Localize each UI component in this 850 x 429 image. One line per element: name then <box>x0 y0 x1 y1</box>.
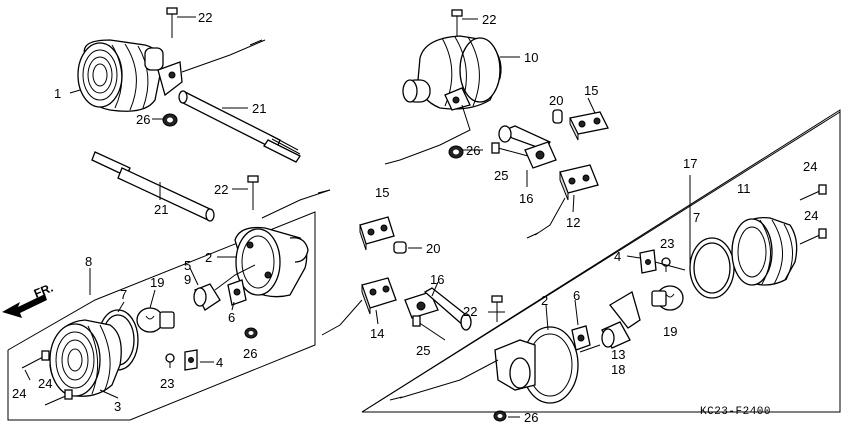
gasket-7b <box>689 237 735 299</box>
bracket-14 <box>321 277 397 336</box>
callout-23: 23 <box>160 376 174 391</box>
leader-lines <box>24 16 691 418</box>
callout-19: 19 <box>150 275 164 290</box>
callout-24: 24 <box>38 376 52 391</box>
screw-24c <box>799 184 827 201</box>
callout-8: 8 <box>85 254 92 269</box>
shaft-21a <box>178 90 301 163</box>
plate-4a <box>184 349 198 371</box>
callout-2: 2 <box>205 250 212 265</box>
left-group-outline <box>7 211 316 421</box>
bracket-6b <box>571 325 591 351</box>
front-direction-arrow <box>2 294 47 318</box>
bracket-12 <box>526 164 599 239</box>
callout-22: 22 <box>463 304 477 319</box>
right-group-outline <box>361 109 841 413</box>
direction-label: FR. <box>32 281 55 301</box>
bracket-16a <box>498 125 557 169</box>
socket-13 <box>579 291 641 353</box>
callout-17: 17 <box>683 156 697 171</box>
callout-4: 4 <box>216 355 223 370</box>
callout-7: 7 <box>693 210 700 225</box>
callout-14: 14 <box>370 326 384 341</box>
bolt-25a <box>491 142 529 157</box>
bulb-19a <box>136 307 175 333</box>
screw-24d <box>799 228 827 245</box>
screw-24a <box>21 350 50 369</box>
callout-23: 23 <box>660 236 674 251</box>
callout-12: 12 <box>566 215 580 230</box>
grommet-15a <box>569 111 609 141</box>
callout-20: 20 <box>426 241 440 256</box>
callout-16: 16 <box>519 191 533 206</box>
nut-26a <box>162 113 178 127</box>
spacer-20a <box>552 109 563 124</box>
callout-22: 22 <box>214 182 228 197</box>
lens-3 <box>49 319 122 397</box>
callout-7: 7 <box>120 287 127 302</box>
callout-21: 21 <box>252 101 266 116</box>
callout-1: 1 <box>54 86 61 101</box>
housing-2a <box>234 226 309 298</box>
callout-3: 3 <box>114 399 121 414</box>
callout-11: 11 <box>737 181 751 196</box>
callout-24: 24 <box>803 159 817 174</box>
callout-13: 13 <box>611 347 625 362</box>
housing-2b <box>389 326 579 404</box>
diagram-code: KC23-F2400 <box>700 406 771 418</box>
screw-23a <box>165 353 175 368</box>
spacer-20b <box>393 241 407 254</box>
callout-26: 26 <box>243 346 257 361</box>
callout-25: 25 <box>416 343 430 358</box>
callout-15: 15 <box>584 83 598 98</box>
callout-26: 26 <box>136 112 150 127</box>
lens-11 <box>731 216 798 286</box>
screw-22a <box>166 7 178 38</box>
callout-22: 22 <box>482 12 496 27</box>
callout-20: 20 <box>549 93 563 108</box>
callout-22: 22 <box>198 10 212 25</box>
plate-4b <box>639 249 657 274</box>
grommet-15b <box>359 216 395 251</box>
nut-26c <box>448 145 464 159</box>
shaft-21b <box>91 151 215 222</box>
callout-21: 21 <box>154 202 168 217</box>
nut-26d <box>493 410 507 422</box>
callout-6: 6 <box>573 288 580 303</box>
callout-19: 19 <box>663 324 677 339</box>
nut-26b <box>244 327 258 339</box>
screw-22b <box>247 175 259 210</box>
callout-4: 4 <box>614 249 621 264</box>
screw-24b <box>44 389 73 406</box>
callout-2: 2 <box>541 293 548 308</box>
socket-5 <box>193 264 256 311</box>
callout-26: 26 <box>466 143 480 158</box>
callouts: 22 1 21 26 21 22 8 2 5 9 19 7 6 26 4 23 … <box>12 10 818 425</box>
callout-10: 10 <box>524 50 538 65</box>
callout-15: 15 <box>375 185 389 200</box>
callout-6: 6 <box>228 310 235 325</box>
front-turn-signal-right <box>384 35 502 165</box>
front-turn-signal-left <box>77 39 266 112</box>
bracket-6a <box>227 279 247 306</box>
callout-18: 18 <box>611 362 625 377</box>
callout-9: 9 <box>184 272 191 287</box>
screw-22d <box>491 295 503 322</box>
bracket-16b <box>404 287 472 331</box>
callout-24: 24 <box>12 386 26 401</box>
callout-25: 25 <box>494 168 508 183</box>
bulb-19b <box>651 285 684 311</box>
callout-24: 24 <box>804 208 818 223</box>
callout-16: 16 <box>430 272 444 287</box>
callout-26: 26 <box>524 410 538 425</box>
callout-5: 5 <box>184 258 191 273</box>
bolt-25b <box>412 315 446 341</box>
